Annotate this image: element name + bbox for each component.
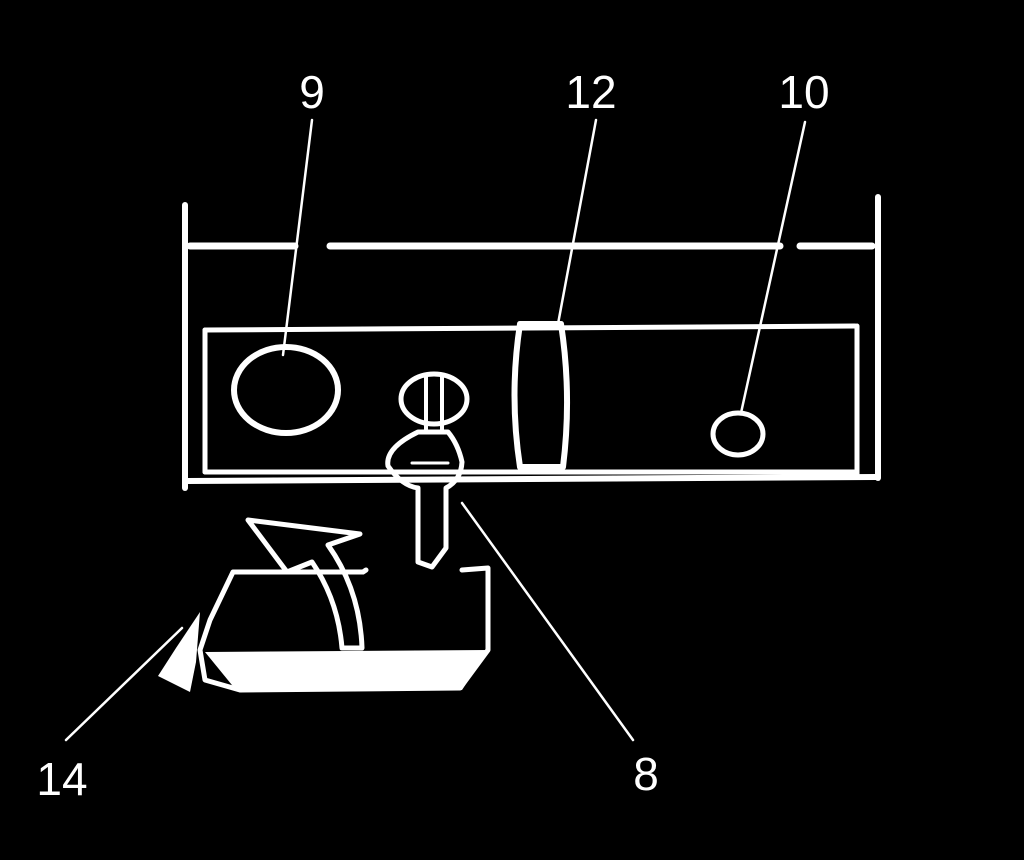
lever-handle bbox=[158, 517, 491, 693]
small-button bbox=[710, 410, 766, 458]
leader-line-8 bbox=[460, 501, 635, 742]
leader-line-14 bbox=[64, 626, 184, 742]
leader-line-12 bbox=[556, 118, 598, 326]
callout-label-12: 12 bbox=[565, 66, 616, 118]
key bbox=[385, 373, 465, 570]
callout-label-9: 9 bbox=[299, 66, 325, 118]
callout-label-10: 10 bbox=[778, 66, 829, 118]
leader-line-9 bbox=[281, 118, 314, 357]
slot-window bbox=[511, 321, 571, 470]
callout-label-8: 8 bbox=[633, 748, 659, 800]
leader-line-10 bbox=[739, 120, 807, 415]
panel-housing bbox=[182, 194, 881, 491]
callout-labels: 9 12 10 8 14 bbox=[36, 66, 829, 805]
key-switch-ring bbox=[398, 371, 470, 427]
callout-label-14: 14 bbox=[36, 753, 87, 805]
round-gauge bbox=[231, 344, 341, 436]
control-strip bbox=[202, 323, 860, 477]
leader-lines bbox=[64, 118, 807, 742]
